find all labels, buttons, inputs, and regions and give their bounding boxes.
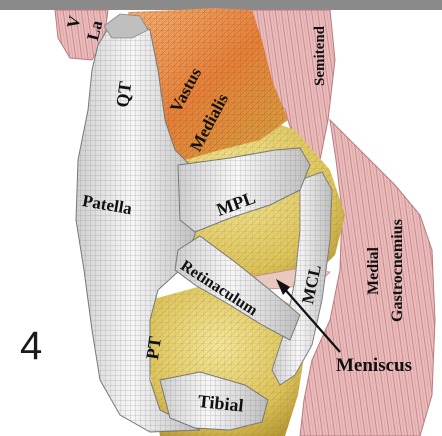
label-lateralis-fragment: La (84, 19, 105, 42)
label-pt: PT (143, 335, 164, 360)
label-tibial: Tibial (197, 392, 244, 415)
label-medial: Medial (366, 247, 382, 295)
label-qt: QT (113, 80, 134, 108)
label-semitendinosus: Semitend (313, 26, 328, 86)
figure-number: 4 (20, 326, 42, 366)
label-meniscus: Meniscus (336, 356, 412, 375)
label-gastrocnemius: Gastrocnemius (390, 219, 406, 322)
